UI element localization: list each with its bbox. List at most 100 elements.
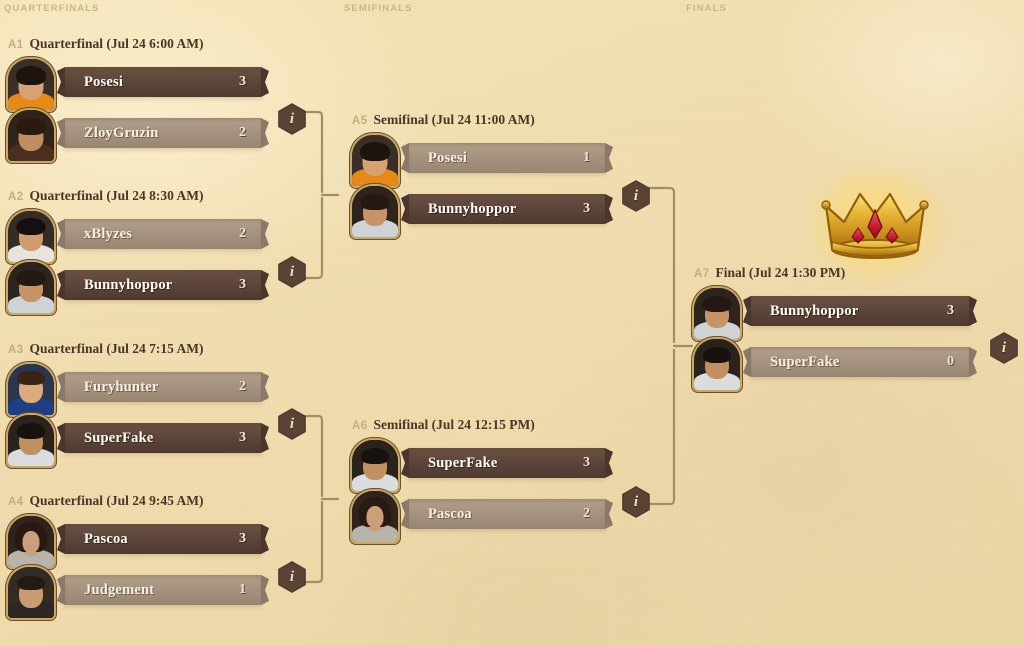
ribbon-tail-left-icon — [54, 217, 65, 251]
player-ribbon[interactable]: Furyhunter 2 — [57, 372, 269, 402]
match-a4-slot-1[interactable]: Pascoa 3 — [8, 516, 288, 567]
ribbon-tail-right-icon — [969, 294, 980, 328]
match-a2-slot-2[interactable]: Bunnyhoppor 3 — [8, 262, 288, 313]
avatar — [8, 110, 54, 161]
match-a3-name: Quarterfinal (Jul 24 7:15 AM) — [29, 341, 204, 356]
match-a6-slot-2[interactable]: Pascoa 2 — [352, 491, 632, 542]
round-header-finals: FINALS — [686, 3, 727, 14]
champion-crown-icon — [800, 160, 950, 290]
match-a2-name: Quarterfinal (Jul 24 8:30 AM) — [29, 188, 204, 203]
match-a5-slot-2[interactable]: Bunnyhoppor 3 — [352, 186, 632, 237]
ribbon-tail-right-icon — [261, 522, 272, 556]
match-a5-slot-1[interactable]: Posesi 1 — [352, 135, 632, 186]
player-name: Pascoa — [84, 530, 128, 547]
match-a6-slot-1[interactable]: SuperFake 3 — [352, 440, 632, 491]
match-a1-name: Quarterfinal (Jul 24 6:00 AM) — [29, 36, 204, 51]
match-a3-info-icon[interactable]: i — [278, 408, 306, 440]
player-name: xBlyzes — [84, 225, 133, 242]
player-score: 3 — [947, 303, 954, 318]
match-a4-info-icon[interactable]: i — [278, 561, 306, 593]
ribbon-tail-left-icon — [54, 573, 65, 607]
player-ribbon[interactable]: Posesi 1 — [401, 143, 613, 173]
ribbon-tail-left-icon — [54, 268, 65, 302]
player-name: Posesi — [84, 73, 124, 90]
ribbon-tail-right-icon — [605, 497, 616, 531]
player-score: 2 — [239, 379, 246, 394]
match-a4-code: A4 — [8, 496, 24, 508]
avatar — [694, 339, 740, 390]
player-ribbon[interactable]: Bunnyhoppor 3 — [401, 194, 613, 224]
player-ribbon[interactable]: Judgement 1 — [57, 575, 269, 605]
ribbon-tail-right-icon — [605, 192, 616, 226]
match-a6-code: A6 — [352, 420, 368, 432]
ribbon-tail-right-icon — [261, 370, 272, 404]
match-a1-info-icon[interactable]: i — [278, 103, 306, 135]
avatar — [352, 440, 398, 491]
ribbon-tail-right-icon — [605, 446, 616, 480]
match-a7-info-icon[interactable]: i — [990, 332, 1018, 364]
ribbon-tail-left-icon — [54, 370, 65, 404]
match-a1-slot-1[interactable]: Posesi 3 — [8, 59, 288, 110]
match-a1-slot-2[interactable]: ZloyGruzin 2 — [8, 110, 288, 161]
player-ribbon[interactable]: SuperFake 0 — [743, 347, 977, 377]
player-score: 3 — [239, 531, 246, 546]
match-a5-name: Semifinal (Jul 24 11:00 AM) — [373, 112, 535, 127]
player-name: Judgement — [84, 581, 155, 598]
avatar — [8, 364, 54, 415]
match-a4-slot-2[interactable]: Judgement 1 — [8, 567, 288, 618]
ribbon-tail-right-icon — [605, 141, 616, 175]
ribbon-tail-right-icon — [969, 345, 980, 379]
ribbon-tail-right-icon — [261, 65, 272, 99]
match-a3-slot-1[interactable]: Furyhunter 2 — [8, 364, 288, 415]
player-name: Posesi — [428, 149, 468, 166]
ribbon-tail-left-icon — [54, 421, 65, 455]
avatar — [352, 135, 398, 186]
match-a6-info-icon[interactable]: i — [622, 486, 650, 518]
player-score: 3 — [239, 430, 246, 445]
player-name: SuperFake — [770, 353, 840, 370]
match-a7-slot-1[interactable]: Bunnyhoppor 3 — [694, 288, 994, 339]
avatar — [352, 491, 398, 542]
player-score: 2 — [583, 506, 590, 521]
match-a3-slot-2[interactable]: SuperFake 3 — [8, 415, 288, 466]
avatar — [352, 186, 398, 237]
avatar — [8, 415, 54, 466]
match-a2-info-icon[interactable]: i — [278, 256, 306, 288]
ribbon-tail-left-icon — [398, 446, 409, 480]
player-name: ZloyGruzin — [84, 124, 159, 141]
player-ribbon[interactable]: Pascoa 2 — [401, 499, 613, 529]
player-ribbon[interactable]: Bunnyhoppor 3 — [57, 270, 269, 300]
ribbon-tail-right-icon — [261, 573, 272, 607]
match-a7-slot-2[interactable]: SuperFake 0 — [694, 339, 994, 390]
avatar — [8, 516, 54, 567]
match-a7-name: Final (Jul 24 1:30 PM) — [715, 265, 846, 280]
match-a5-info-icon[interactable]: i — [622, 180, 650, 212]
ribbon-tail-left-icon — [398, 141, 409, 175]
avatar — [8, 567, 54, 618]
player-ribbon[interactable]: Posesi 3 — [57, 67, 269, 97]
player-ribbon[interactable]: ZloyGruzin 2 — [57, 118, 269, 148]
player-ribbon[interactable]: SuperFake 3 — [57, 423, 269, 453]
player-name: Furyhunter — [84, 378, 159, 395]
match-a2-slot-1[interactable]: xBlyzes 2 — [8, 211, 288, 262]
avatar — [694, 288, 740, 339]
player-ribbon[interactable]: Pascoa 3 — [57, 524, 269, 554]
ribbon-tail-right-icon — [261, 116, 272, 150]
player-name: Pascoa — [428, 505, 472, 522]
player-ribbon[interactable]: SuperFake 3 — [401, 448, 613, 478]
player-ribbon[interactable]: Bunnyhoppor 3 — [743, 296, 977, 326]
player-ribbon[interactable]: xBlyzes 2 — [57, 219, 269, 249]
